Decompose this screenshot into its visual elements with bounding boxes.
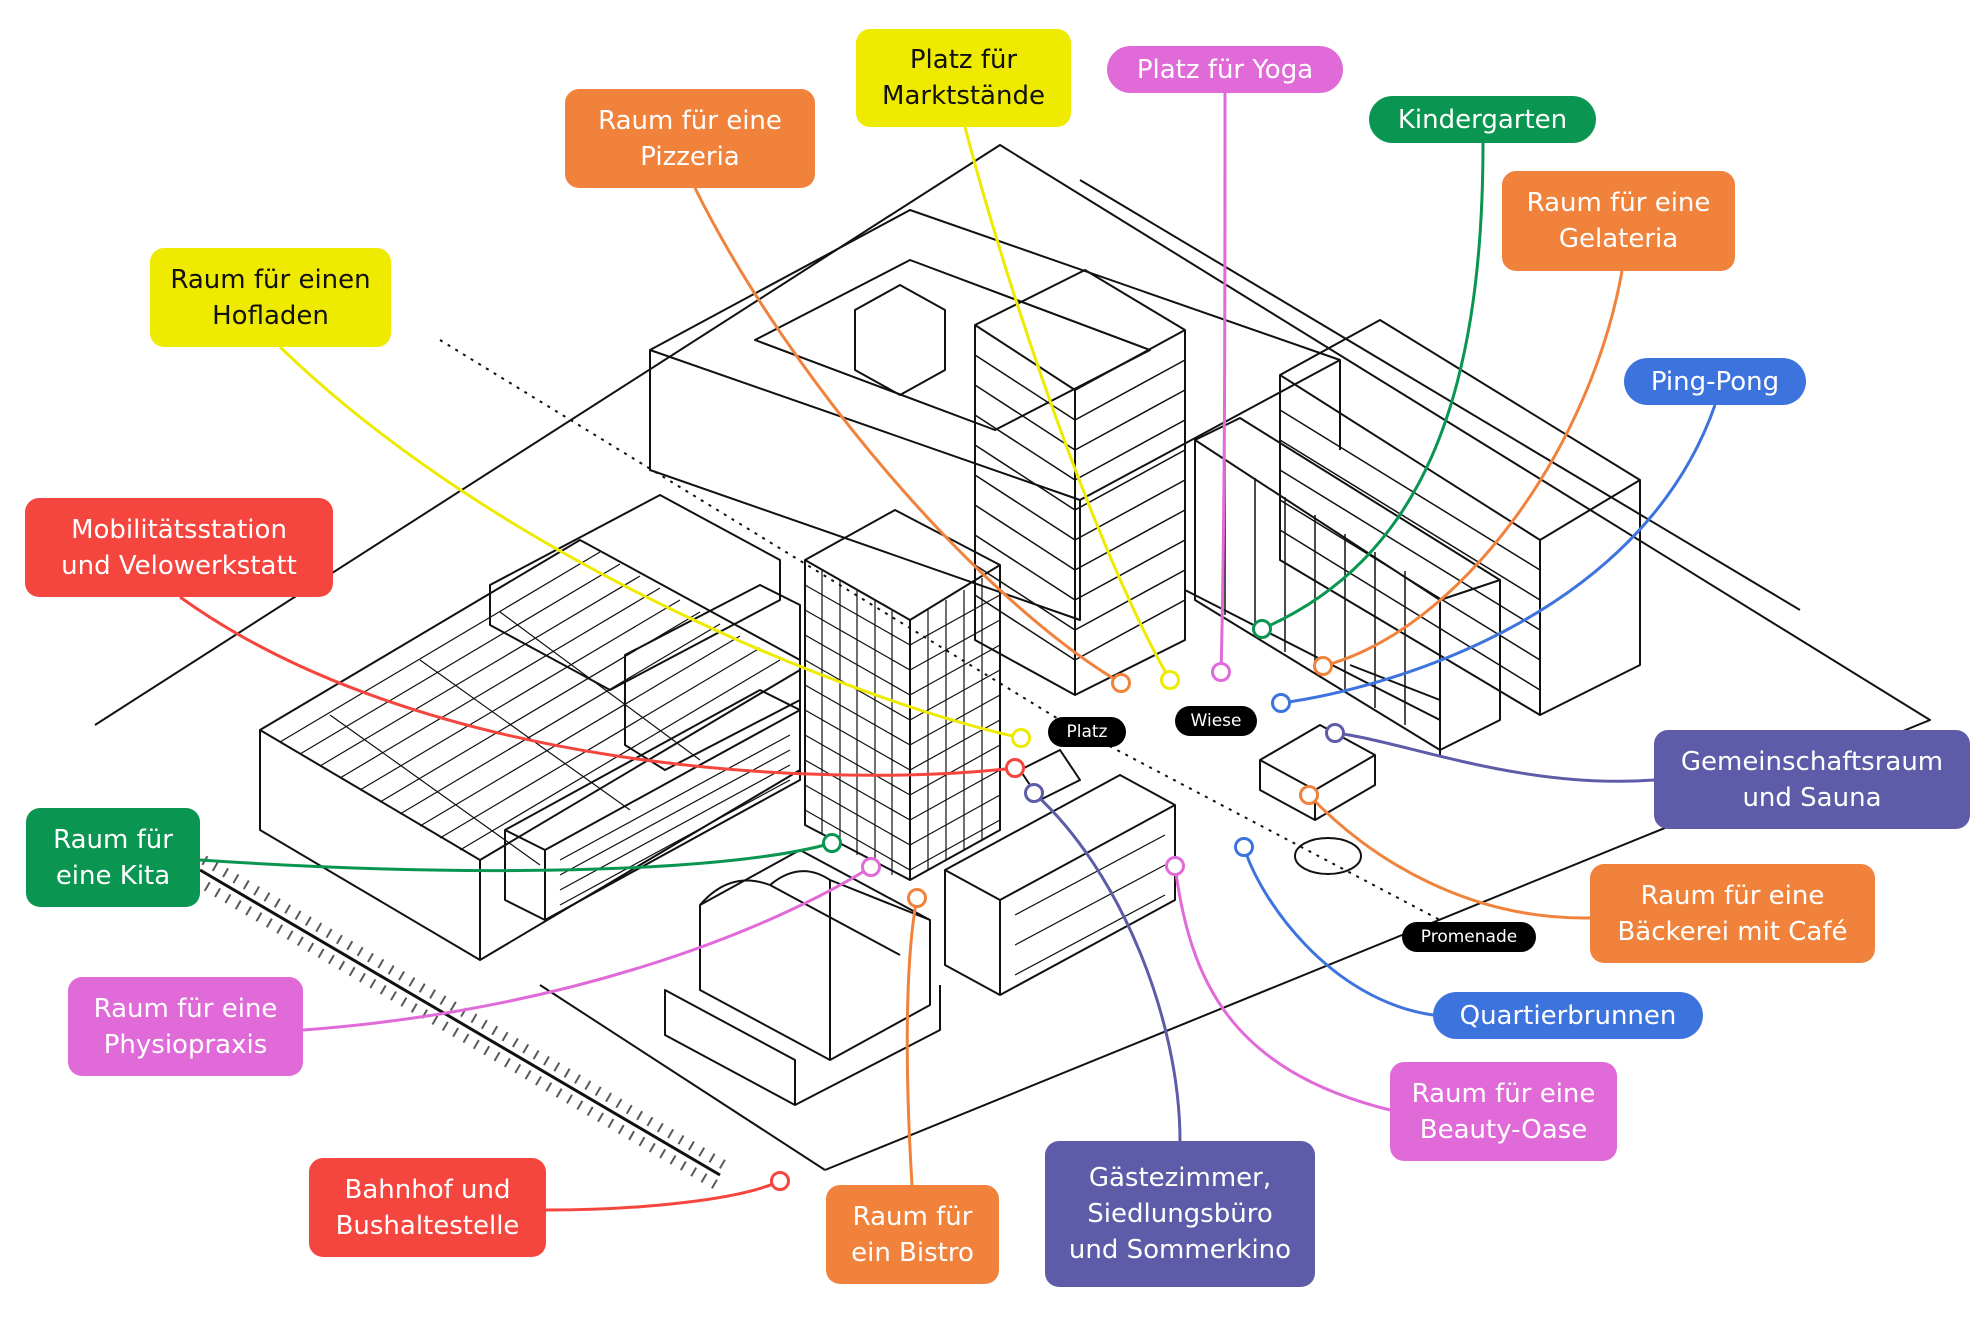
callout-bistro: Raum für ein Bistro: [826, 1185, 999, 1284]
callout-mobilitaet: Mobilitätsstation und Velowerkstatt: [25, 498, 333, 597]
connector-bistro: [905, 897, 919, 1186]
connector-baeckerei: [1307, 793, 1591, 920]
connector-brunnen: [1242, 846, 1434, 1017]
marker-gelateria: [1313, 656, 1333, 676]
connector-bahnhof: [545, 1179, 781, 1212]
marker-marktstaende: [1160, 670, 1180, 690]
west-low-building: [504, 689, 801, 921]
connector-hofladen: [278, 345, 1022, 740]
grid-tower: [804, 509, 1001, 881]
marker-pizzeria: [1111, 673, 1131, 693]
marker-physio: [861, 857, 881, 877]
marker-kindergarten: [1252, 619, 1272, 639]
callout-pingpong: Ping-Pong: [1624, 358, 1806, 405]
connector-kindergarten: [1261, 142, 1485, 631]
marker-baeckerei: [1299, 785, 1319, 805]
callout-beauty: Raum für eine Beauty-Oase: [1390, 1062, 1617, 1161]
railway-track: [199, 868, 721, 1177]
west-roof-building: [259, 539, 801, 961]
marker-mobilitaet: [1005, 758, 1025, 778]
callout-yoga: Platz für Yoga: [1107, 46, 1343, 93]
tag-wiese: Wiese: [1175, 706, 1257, 736]
connector-marktstaende: [963, 126, 1172, 681]
connector-beauty: [1173, 865, 1391, 1112]
marker-pingpong: [1271, 693, 1291, 713]
marker-hofladen: [1011, 728, 1031, 748]
south-block: [944, 774, 1176, 996]
callout-physio: Raum für eine Physiopraxis: [68, 977, 303, 1076]
marker-beauty: [1165, 856, 1185, 876]
connector-mobilitaet: [179, 595, 1016, 777]
connector-gelateria: [1322, 270, 1624, 668]
north-block: [649, 209, 1341, 621]
callout-connectors: [179, 92, 1717, 1212]
connector-kita: [199, 841, 833, 873]
east-building: [1279, 319, 1641, 716]
callout-baeckerei: Raum für eine Bäckerei mit Café: [1590, 864, 1875, 963]
connector-pizzeria: [693, 187, 1122, 685]
connector-yoga: [1219, 92, 1227, 673]
site-outline: [94, 144, 1931, 1171]
callout-gelateria: Raum für eine Gelateria: [1502, 171, 1735, 271]
callout-gemeinschaft: Gemeinschaftsraum und Sauna: [1654, 730, 1970, 829]
striped-tower: [974, 269, 1186, 696]
marker-gemeinschaft: [1325, 723, 1345, 743]
callout-hofladen: Raum für einen Hofladen: [150, 248, 391, 347]
tag-platz: Platz: [1048, 717, 1126, 747]
connector-gemeinschaft: [1334, 731, 1655, 783]
callout-marktstaende: Platz für Marktstände: [856, 29, 1071, 127]
fountain-ellipse: [1294, 837, 1362, 875]
marker-yoga: [1211, 662, 1231, 682]
callout-pizzeria: Raum für eine Pizzeria: [565, 89, 815, 188]
marker-kita: [822, 833, 842, 853]
connector-pingpong: [1280, 404, 1717, 705]
callout-gaeste: Gästezimmer, Siedlungsbüro und Sommerkin…: [1045, 1141, 1315, 1287]
building-linework: [94, 144, 1931, 1190]
marker-bistro: [907, 888, 927, 908]
connector-physio: [302, 865, 872, 1032]
tag-promenade: Promenade: [1402, 922, 1536, 952]
callout-kita: Raum für eine Kita: [26, 808, 200, 907]
connector-gaeste: [1032, 791, 1182, 1142]
marker-brunnen: [1234, 837, 1254, 857]
marker-gaeste: [1024, 783, 1044, 803]
callout-brunnen: Quartierbrunnen: [1433, 992, 1703, 1039]
marker-bahnhof: [770, 1171, 790, 1191]
callout-kindergarten: Kindergarten: [1369, 96, 1596, 143]
callout-bahnhof: Bahnhof und Bushaltestelle: [309, 1158, 546, 1257]
